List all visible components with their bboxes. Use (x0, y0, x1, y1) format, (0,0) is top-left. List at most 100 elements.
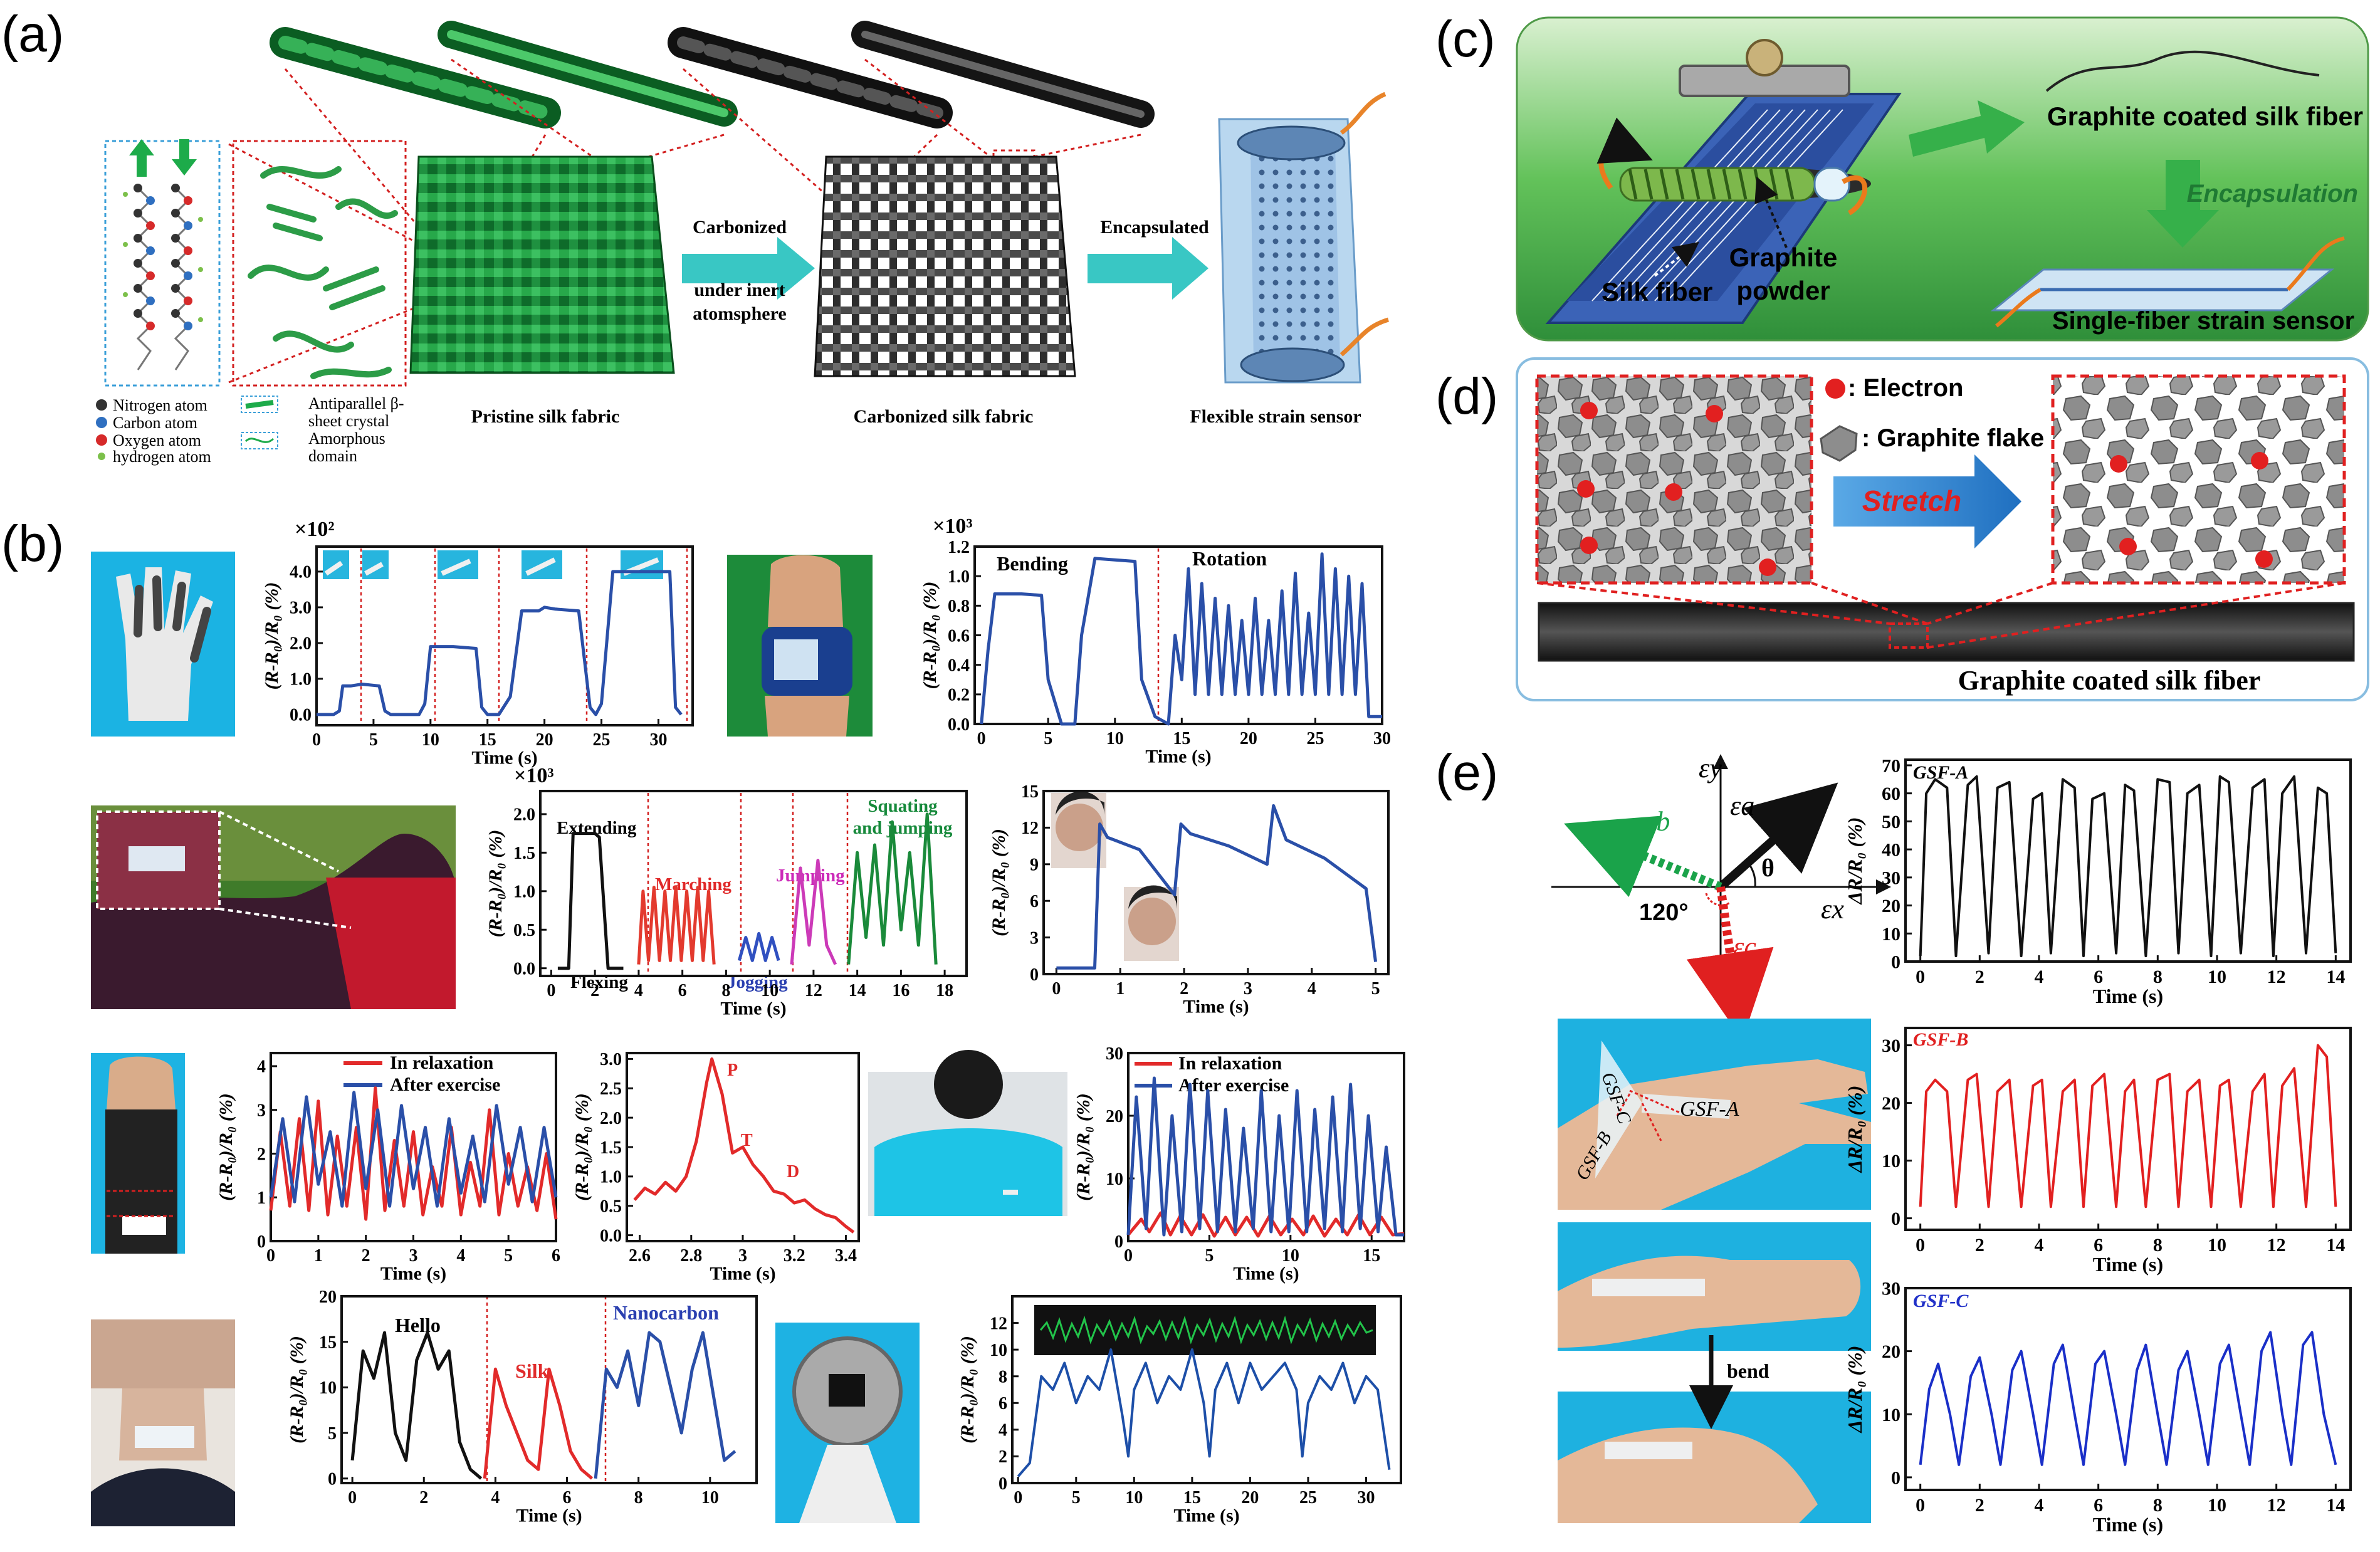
b1-inset-photos (323, 550, 663, 579)
c-graphite-2: powder (1736, 276, 1830, 305)
b3-x-tick-label: 4 (634, 981, 643, 1000)
eB-x-tick-label: 14 (2326, 1235, 2345, 1256)
d-electron: : Electron (1848, 374, 1963, 402)
panel-c: (c) Graphite coated silk fiber Encapsula… (1435, 11, 2369, 342)
photo-hand-sensors (1558, 1019, 1871, 1210)
b9-y-tick-label: 0 (999, 1474, 1007, 1494)
b9-y-tick-label: 12 (990, 1314, 1007, 1333)
arrow-to-fiber-icon (1909, 100, 2025, 157)
b3-series-line (557, 832, 624, 970)
b2-x-tick-label: 25 (1306, 729, 1324, 748)
b2-y-tick-label: 1.2 (948, 538, 970, 557)
legend-crystal-2: sheet crystal (308, 412, 389, 430)
b5-x-tick-label: 5 (504, 1246, 513, 1266)
eB-axes-frame (1904, 1027, 2352, 1231)
b3-x-tick-label: 10 (761, 981, 778, 1000)
caption-sensor: Flexible strain sensor (1190, 406, 1361, 427)
b1-ylabel: (R-R₀)/R₀ (%) (261, 582, 282, 690)
b3-series-line (847, 812, 938, 965)
photo-fist (91, 1053, 185, 1254)
eB-y-tick-label: 30 (1882, 1036, 1900, 1056)
graphite-fiber-photo (1538, 602, 2355, 662)
b6-x-tick-label: 2.8 (680, 1246, 702, 1266)
photo-glove (91, 552, 235, 737)
b8-x-tick-label: 6 (563, 1488, 572, 1507)
b8-series-line (594, 1331, 737, 1479)
b7-y-tick-label: 10 (1106, 1170, 1123, 1189)
d-caption: Graphite coated silk fiber (1958, 665, 2261, 696)
b7-axes-frame (1127, 1052, 1405, 1242)
c-graphite-1: Graphite (1729, 243, 1838, 272)
b2-y-tick-label: 1.0 (948, 567, 970, 587)
e-strain-a: εa (1730, 790, 1754, 821)
b1-x-tick-label: 20 (536, 730, 553, 750)
b4-y-tick-label: 9 (1030, 856, 1039, 875)
b3-y-tick-label: 0.0 (513, 960, 535, 979)
b5-x-tick-label: 2 (362, 1246, 370, 1266)
b9-x-tick-label: 10 (1125, 1488, 1143, 1507)
b9-series-line (1017, 1348, 1391, 1477)
eA-y-tick-label: 10 (1882, 924, 1900, 945)
b3-marching: Marching (655, 874, 731, 894)
b5-series-line (269, 1086, 558, 1221)
b2-x-tick-label: 20 (1240, 729, 1257, 748)
b3-series-line (737, 931, 780, 962)
b2-rotation: Rotation (1192, 547, 1267, 570)
b4-x-tick-label: 0 (1052, 979, 1061, 999)
b2-x-tick-label: 0 (977, 729, 986, 748)
b4-y-tick-label: 0 (1030, 965, 1039, 985)
b5-ylabel: (R-R₀)/R₀ (%) (216, 1093, 236, 1201)
b3-x-tick-label: 12 (805, 981, 822, 1000)
b3-series-line (790, 859, 837, 965)
eC-x-tick-label: 8 (2153, 1495, 2162, 1516)
b2-xlabel: Time (s) (1145, 747, 1211, 767)
eC-x-tick-label: 12 (2267, 1495, 2286, 1516)
eC-ylabel: ΔR/R₀ (%) (1843, 1346, 1866, 1434)
panel-label-c: (c) (1435, 11, 1496, 68)
b8-ylabel: (R-R₀)/R₀ (%) (286, 1336, 307, 1444)
eC-y-tick-label: 10 (1882, 1405, 1900, 1425)
step-carbonized-3: atomsphere (693, 303, 786, 324)
b6-x-tick-label: 3.4 (835, 1246, 857, 1266)
legend-nitrogen: Nitrogen atom (113, 396, 207, 414)
b9-y-tick-label: 4 (999, 1421, 1007, 1440)
b3-jumping: Jumping (776, 866, 845, 886)
atom-legend (96, 399, 107, 460)
eA-ylabel: ΔR/R₀ (%) (1843, 817, 1866, 906)
b7-x-tick-label: 15 (1363, 1246, 1380, 1266)
single-fiber-sensor-icon (1990, 236, 2345, 328)
b1-x-tick-label: 30 (649, 730, 667, 750)
b7-exercise-label: After exercise (1178, 1075, 1289, 1096)
eA-y-tick-label: 0 (1891, 952, 1900, 973)
eA-xlabel: Time (s) (2093, 985, 2163, 1007)
caption-pristine: Pristine silk fabric (471, 406, 620, 427)
b5-exercise-label: After exercise (390, 1074, 500, 1095)
electron-legend-icon (1825, 379, 1845, 399)
b3-axes-frame (539, 790, 968, 977)
b4-x-tick-label: 5 (1371, 979, 1380, 999)
eB-y-tick-label: 10 (1882, 1151, 1900, 1172)
b7-series-line (1127, 1211, 1405, 1238)
b8-nanocarbon: Nanocarbon (613, 1301, 719, 1324)
e-strain-b: εb (1645, 806, 1670, 837)
eA-x-tick-label: 10 (2208, 967, 2226, 987)
photo-neck (91, 1319, 235, 1526)
panel-e: (e) εy εx εa εb εc θ 120° GSF-C GSF-A GS… (1435, 744, 1969, 1523)
b2-series-line (980, 552, 1382, 726)
b8-series-line (350, 1331, 483, 1480)
molecule-box (104, 140, 221, 387)
b9-y-tick-label: 10 (990, 1341, 1007, 1360)
b6-y-tick-label: 2.0 (600, 1109, 622, 1128)
e-axis-y: εy (1699, 753, 1722, 784)
eC-x-tick-label: 6 (2094, 1495, 2103, 1516)
eB-y-tick-label: 20 (1882, 1093, 1900, 1114)
b1-y-tick-label: 1.0 (290, 670, 312, 689)
b3-x-tick-label: 8 (721, 981, 730, 1000)
protein-structure-icon (248, 166, 398, 379)
c-single-fiber: Single-fiber strain sensor (2052, 307, 2354, 335)
